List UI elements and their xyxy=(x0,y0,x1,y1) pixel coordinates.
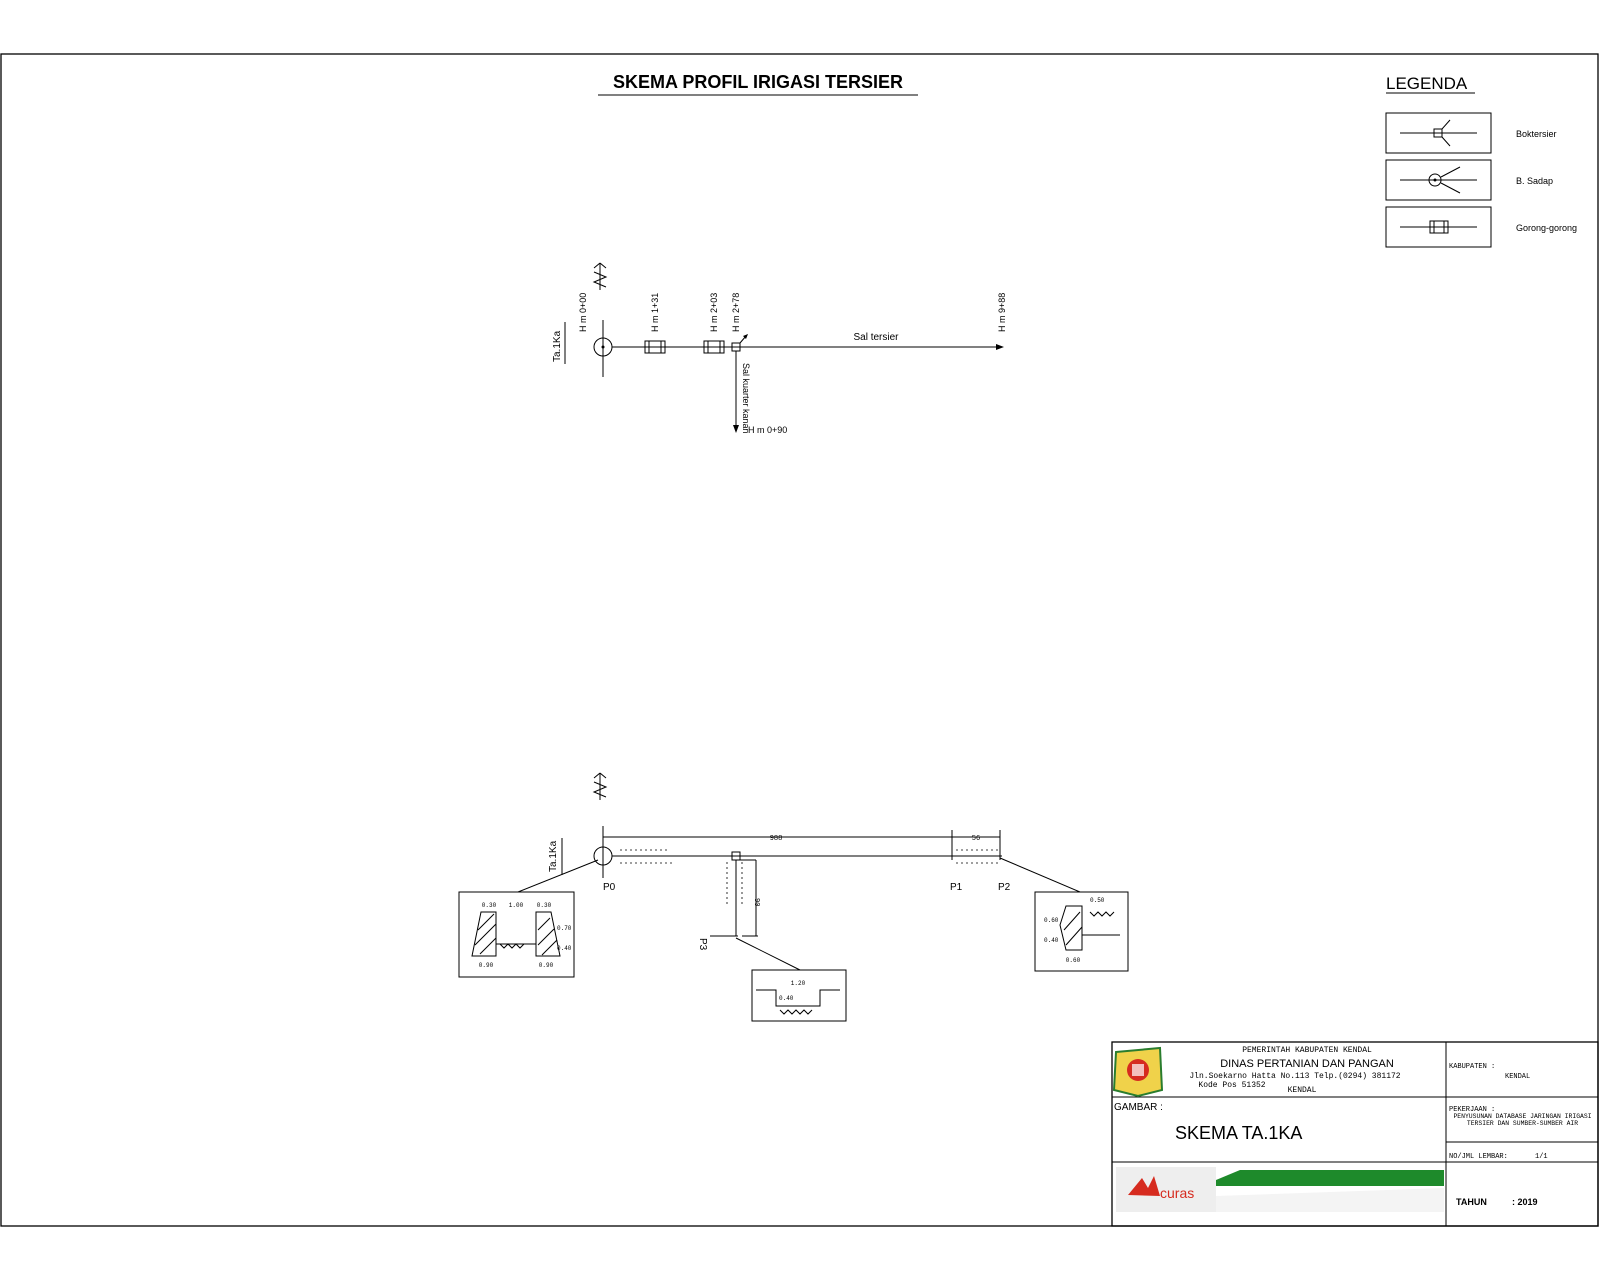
svg-text:1.20: 1.20 xyxy=(791,980,806,987)
station-label: H m 1+31 xyxy=(650,293,660,332)
drawing-title: SKEMA TA.1KA xyxy=(1175,1123,1302,1143)
svg-text:0.30: 0.30 xyxy=(537,902,552,909)
branch-channel-label: Sal kuarter kanan xyxy=(741,363,751,434)
consultant-logo-icon: curas xyxy=(1116,1167,1216,1212)
agency-postal: Kode Pos 51352 xyxy=(1198,1081,1265,1090)
kabupaten-value: KENDAL xyxy=(1505,1073,1530,1081)
legend-box-sadap xyxy=(1385,159,1492,201)
sheet-border xyxy=(0,53,1599,1227)
agency-name: DINAS PERTANIAN DAN PANGAN xyxy=(1220,1058,1394,1070)
agency-address: Jln.Soekarno Hatta No.113 Telp.(0294) 38… xyxy=(1189,1072,1400,1081)
box-tersier-icon xyxy=(1400,119,1477,147)
cross-section-middle: 1.20 0.40 xyxy=(751,969,847,1022)
green-stripe xyxy=(1216,1170,1444,1186)
end-length-label: 56 xyxy=(972,835,980,843)
branch-end-label: H m 0+90 xyxy=(748,425,787,435)
station-label: H m 2+03 xyxy=(709,293,719,332)
svg-text:0.90: 0.90 xyxy=(539,962,554,969)
culvert-1 xyxy=(644,340,666,354)
station-label: H m 0+00 xyxy=(578,293,588,332)
svg-text:0.70: 0.70 xyxy=(557,925,572,932)
svg-text:0.50: 0.50 xyxy=(1090,897,1105,904)
profile-block-label: Ta.1Ka xyxy=(548,840,559,872)
agency-city: KENDAL xyxy=(1288,1086,1317,1095)
svg-text:0.90: 0.90 xyxy=(479,962,494,969)
kabupaten-label: KABUPATEN : xyxy=(1449,1063,1495,1071)
cross-section-right: 0.50 0.60 0.40 0.60 xyxy=(1034,891,1129,972)
station-label: H m 9+88 xyxy=(997,293,1007,332)
point-label: P1 xyxy=(950,882,963,893)
svg-text:0.60: 0.60 xyxy=(1066,957,1081,964)
tahun-value: : 2019 xyxy=(1512,1197,1538,1207)
page-title: SKEMA PROFIL IRIGASI TERSIER xyxy=(613,72,903,92)
tahun-label: TAHUN xyxy=(1456,1197,1487,1207)
title-block: PEMERINTAH KABUPATEN KENDAL DINAS PERTAN… xyxy=(1111,1041,1599,1227)
svg-text:0.40: 0.40 xyxy=(779,995,794,1002)
legend-title: LEGENDA xyxy=(1386,74,1468,93)
legend-box-culvert xyxy=(1385,206,1492,248)
point-label: P0 xyxy=(603,882,616,893)
kendal-logo-icon xyxy=(1112,1046,1164,1098)
legend: LEGENDA Boktersier B. Sadap Goro xyxy=(1385,74,1577,248)
point-label: P3 xyxy=(697,938,708,951)
cross-section-left: 1.00 0.30 0.30 0.70 0.40 0.90 0.90 xyxy=(458,891,575,978)
pekerjaan-value-wrap: PENYUSUNAN DATABASE JARINGAN IRIGASI TER… xyxy=(1453,1113,1592,1127)
legend-label-boktersier: Boktersier xyxy=(1516,129,1557,139)
point-label: P2 xyxy=(998,882,1011,893)
svg-text:0.30: 0.30 xyxy=(482,902,497,909)
station-label: H m 2+78 xyxy=(731,293,741,332)
gov-name: PEMERINTAH KABUPATEN KENDAL xyxy=(1242,1046,1372,1055)
culvert-2 xyxy=(703,340,725,354)
section-dim: 1.00 xyxy=(509,902,524,909)
north-arrow-icon xyxy=(592,262,608,290)
legend-label-culvert: Gorong-gorong xyxy=(1516,223,1577,233)
svg-text:0.60: 0.60 xyxy=(1044,917,1059,924)
branch-length-label: 90 xyxy=(752,898,760,906)
main-channel-label: Sal tersier xyxy=(853,332,899,343)
scheme-block-label: Ta.1Ka xyxy=(552,330,563,362)
pekerjaan-label: PEKERJAAN : xyxy=(1449,1106,1495,1114)
consultant-name: curas xyxy=(1160,1185,1194,1201)
legend-label-sadap: B. Sadap xyxy=(1516,176,1553,186)
sheet-value: 1/1 xyxy=(1535,1153,1548,1161)
main-length-label: 988 xyxy=(770,835,783,843)
svg-text:0.40: 0.40 xyxy=(557,945,572,952)
channel-profile: Ta.1Ka 988 56 90 P0 P1 P2 P3 xyxy=(458,772,1129,1022)
culvert-icon xyxy=(1400,220,1477,234)
legend-box-tersier xyxy=(1385,112,1492,154)
svg-text:0.40: 0.40 xyxy=(1044,937,1059,944)
sheet-label: NO/JML LEMBAR: xyxy=(1449,1153,1508,1161)
north-arrow-icon xyxy=(592,772,608,800)
pekerjaan-value: PENYUSUNAN DATABASE JARINGAN IRIGASI TER… xyxy=(1453,1113,1592,1127)
irrigation-scheme: Ta.1Ka Sal tersier Sal kuarter kanan H m… xyxy=(552,262,1007,435)
sadap-icon xyxy=(1400,166,1477,194)
gambar-label: GAMBAR : xyxy=(1114,1102,1163,1113)
